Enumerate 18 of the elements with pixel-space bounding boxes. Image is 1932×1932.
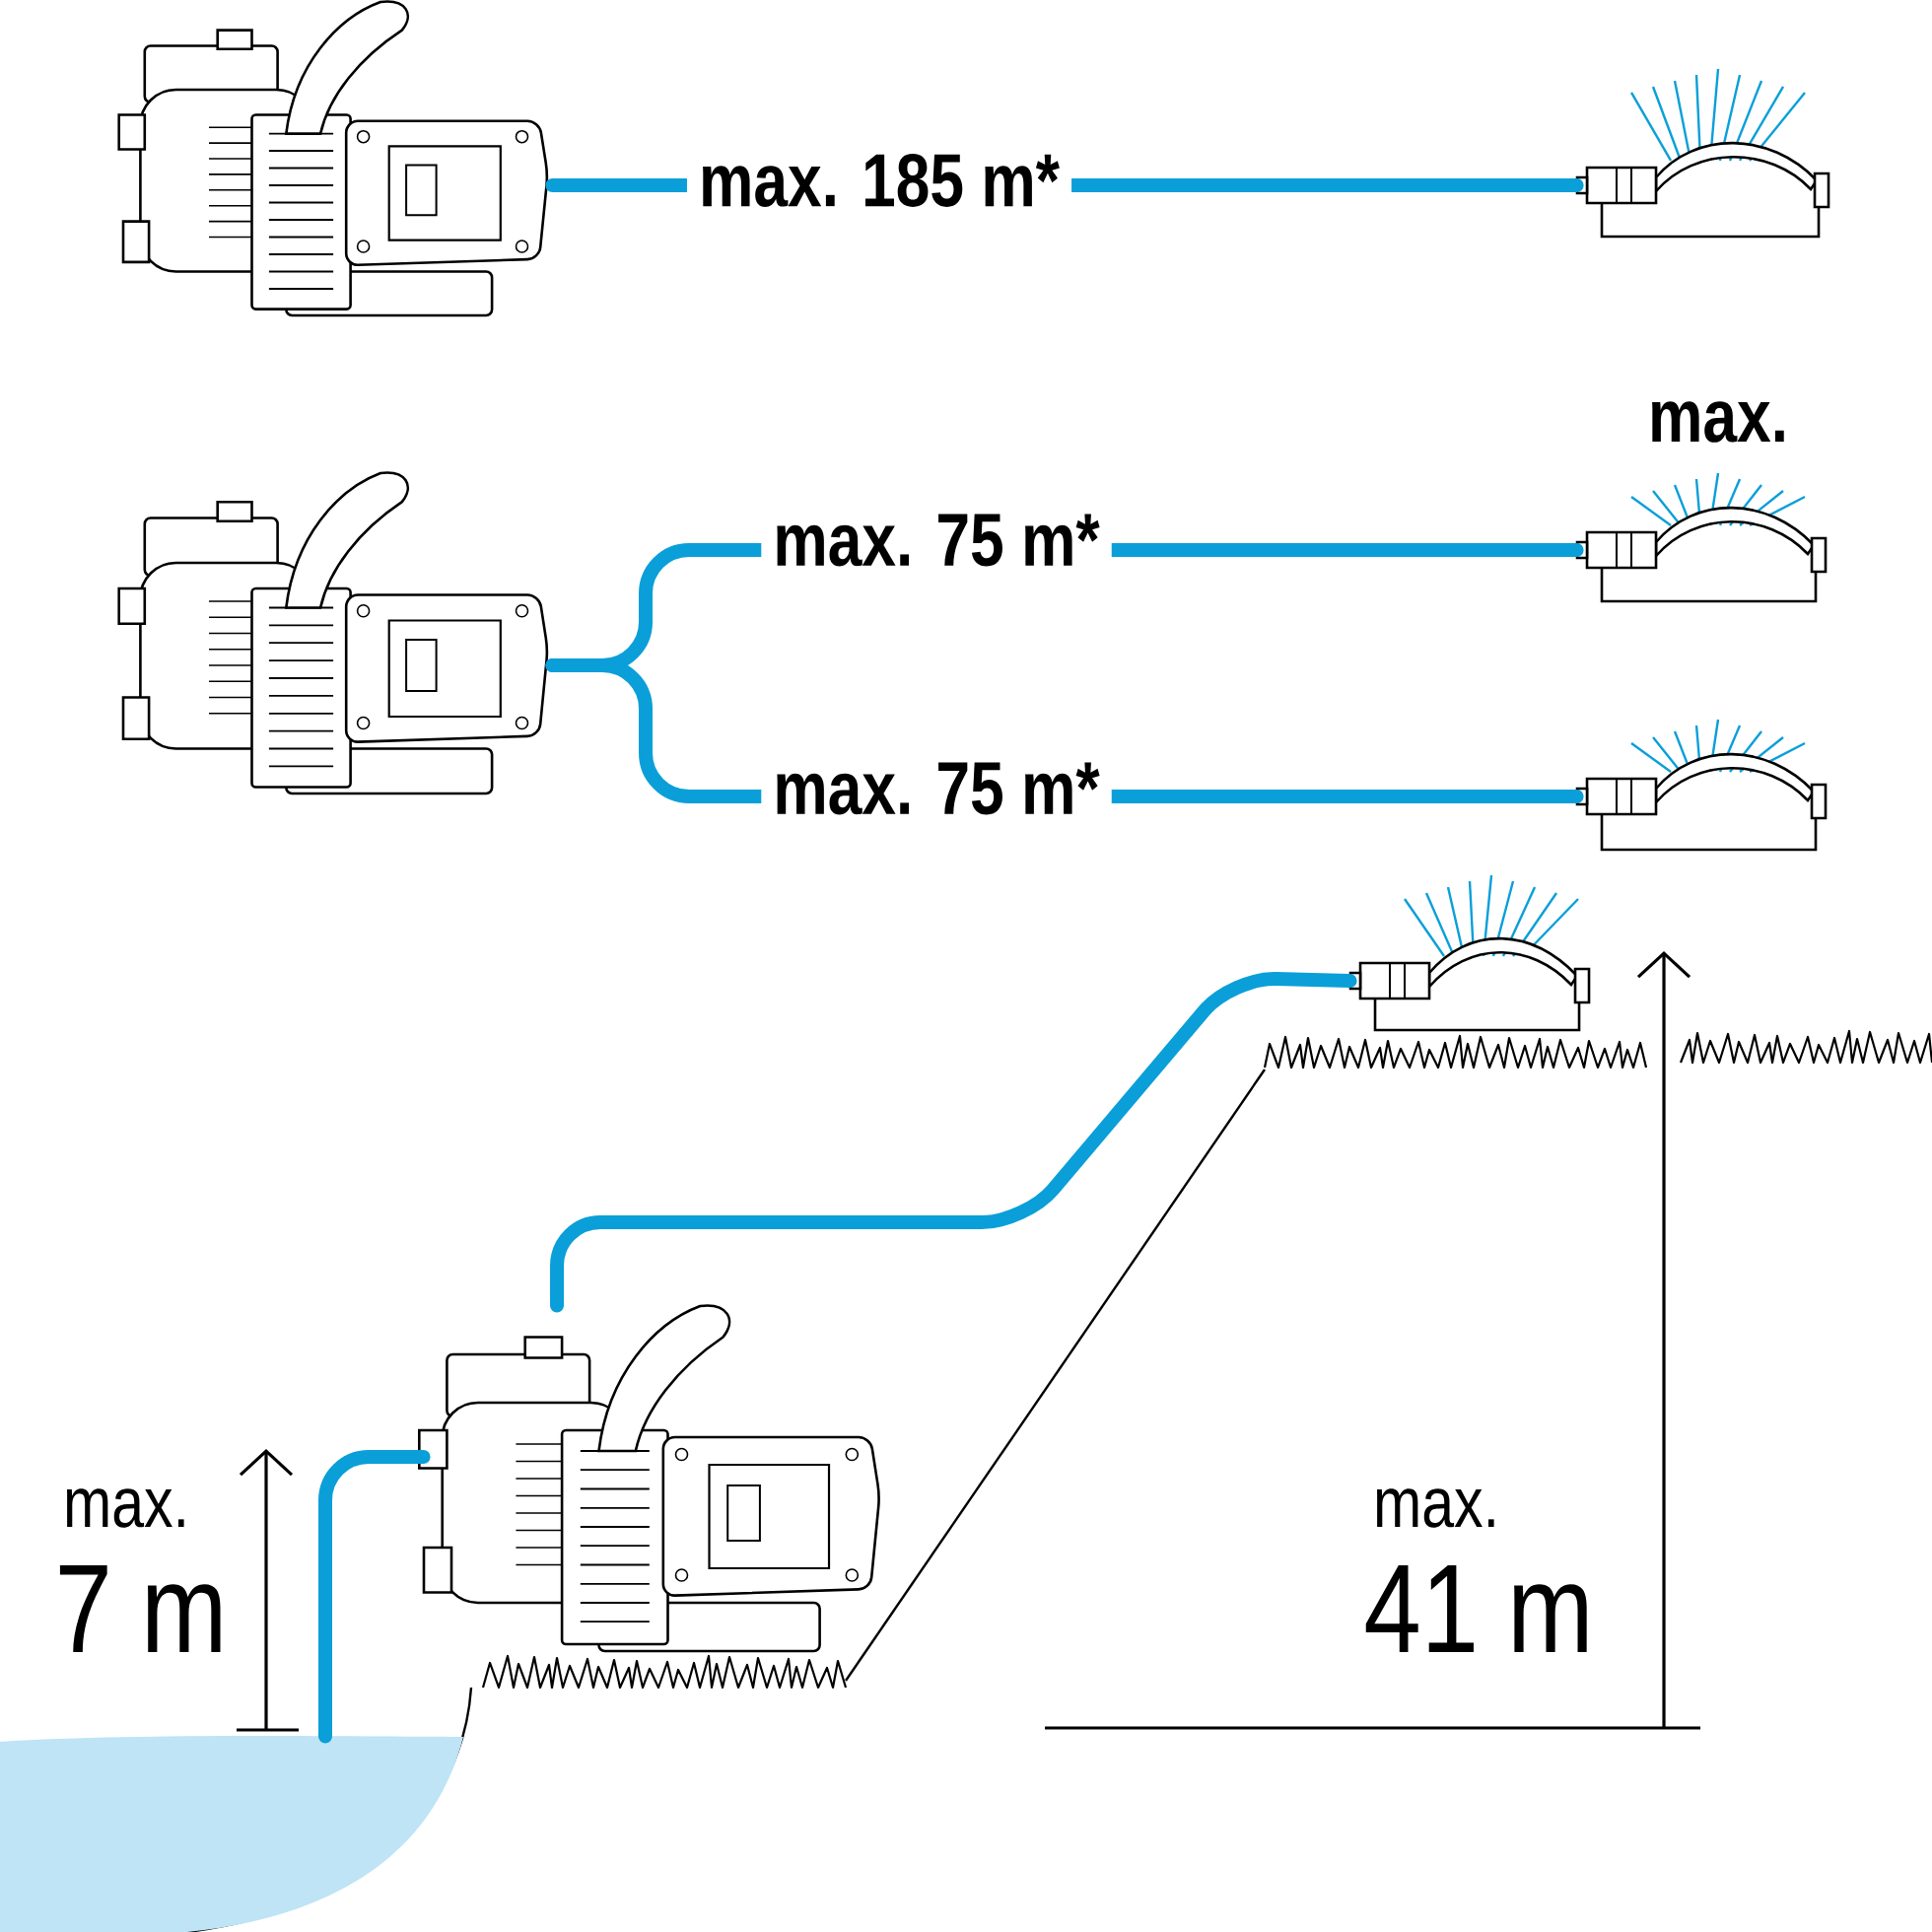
quantity-label: max. (1652, 401, 1784, 443)
sprinkler-drawing (1575, 68, 1830, 239)
dimension-label: max. (1376, 1488, 1494, 1528)
edge-label: max. 185 m* (686, 150, 1072, 211)
pump-drawing (117, 0, 549, 317)
hose-line (550, 972, 1357, 1313)
sprinkler-drawing (1348, 874, 1591, 1032)
sprinkler-drawing (1575, 719, 1828, 852)
water-drawing (0, 1736, 463, 1932)
pump-drawing (418, 1304, 880, 1653)
hose-line (318, 1450, 431, 1744)
dimension-label: 41 m (1365, 1564, 1587, 1653)
edge-label: max. 75 m* (761, 510, 1112, 571)
sprinkler-drawing (1575, 472, 1828, 603)
pump-drawing (117, 471, 549, 795)
edge-label: max. 75 m* (761, 758, 1112, 819)
dimension-label: 7 m (59, 1564, 221, 1653)
dimension-label: max. (66, 1488, 184, 1528)
